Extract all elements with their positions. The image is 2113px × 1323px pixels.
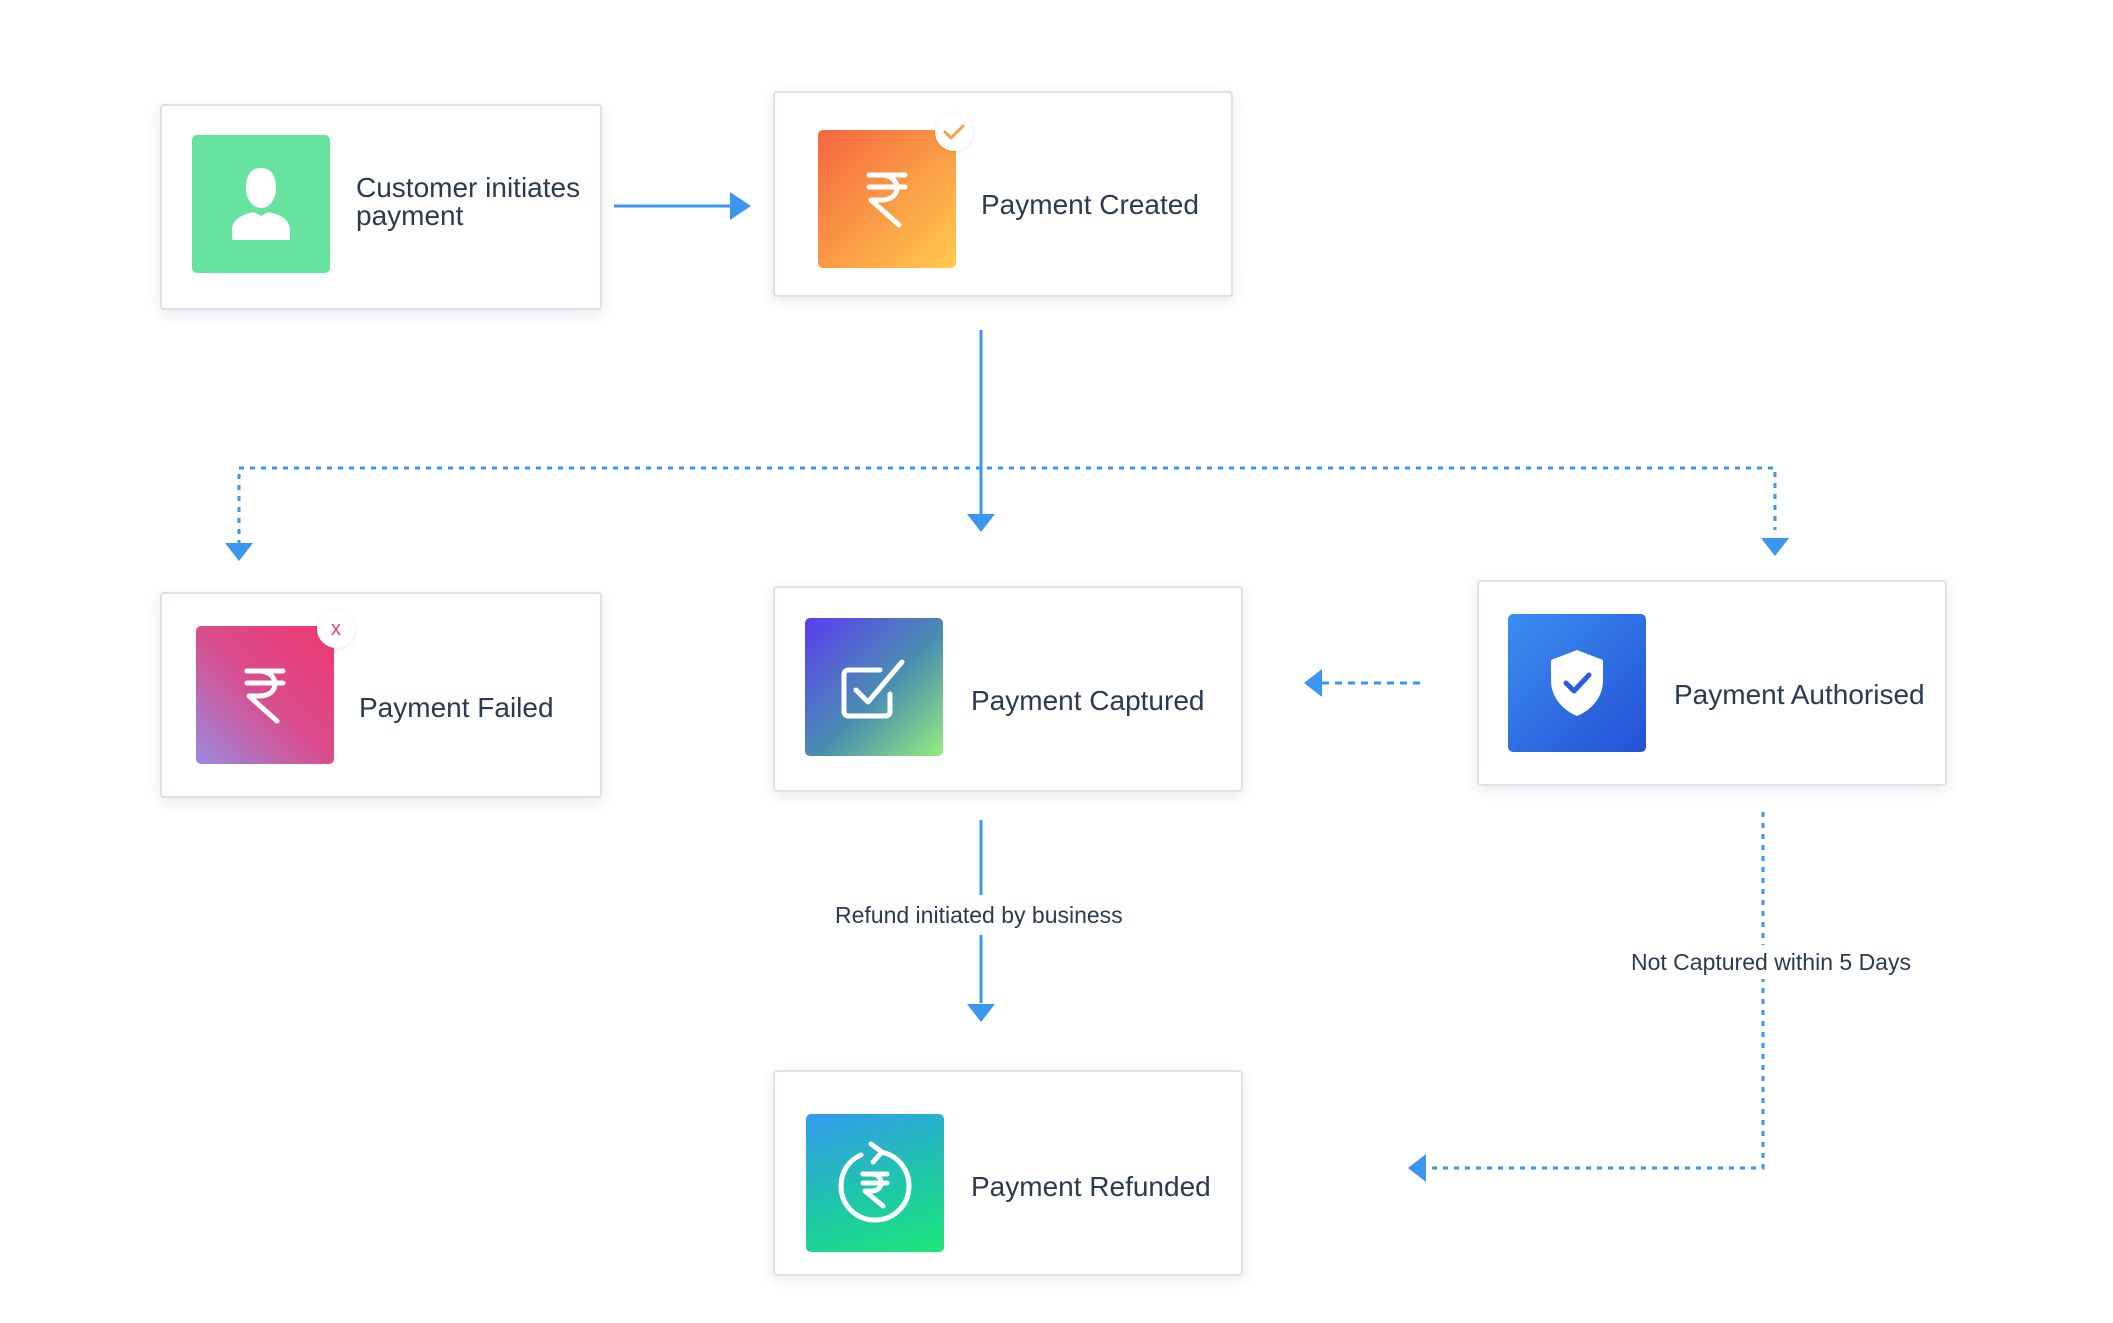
node-customer-initiates-payment: Customer initiates payment	[160, 104, 602, 310]
arrowhead-captured-left	[1304, 669, 1322, 697]
refund-rupee-icon	[838, 1141, 912, 1223]
node-label: Payment Captured	[971, 685, 1205, 716]
authorised-tile	[1508, 614, 1646, 752]
dashed-branch-line	[237, 466, 1777, 545]
user-icon	[232, 168, 290, 240]
checkbox-icon	[841, 659, 905, 719]
arrowhead-refunded-right	[1408, 1154, 1426, 1182]
shield-check-icon	[1551, 650, 1603, 716]
node-payment-failed: x Payment Failed	[160, 592, 602, 798]
node-payment-captured: Payment Captured	[773, 586, 1243, 792]
node-label: Payment Created	[981, 189, 1199, 220]
edge-label-not-captured: Not Captured within 5 Days	[1621, 945, 1921, 979]
check-badge	[935, 113, 973, 151]
arrowhead-created	[730, 192, 751, 220]
edge-label-refund: Refund initiated by business	[825, 898, 1133, 932]
arrowhead-failed	[225, 543, 253, 561]
x-icon: x	[331, 618, 341, 640]
arrowhead-captured	[967, 514, 995, 532]
rupee-icon	[244, 668, 286, 724]
node-label: Payment Refunded	[971, 1171, 1211, 1202]
node-payment-refunded: Payment Refunded	[773, 1070, 1243, 1276]
check-icon	[943, 124, 965, 140]
created-tile	[818, 130, 956, 268]
arrow-authorised-to-refunded	[1424, 812, 1765, 1170]
node-label: Payment Failed	[359, 692, 554, 723]
customer-tile	[192, 135, 330, 273]
arrowhead-refunded	[967, 1004, 995, 1022]
captured-tile	[805, 618, 943, 756]
node-label: Customer initiates payment	[356, 172, 581, 231]
failed-tile	[196, 626, 334, 764]
x-badge: x	[317, 610, 355, 648]
arrowhead-authorised	[1761, 538, 1789, 556]
node-label: Payment Authorised	[1674, 679, 1925, 710]
node-payment-created: Payment Created	[773, 91, 1233, 297]
rupee-icon	[866, 172, 908, 228]
node-payment-authorised: Payment Authorised	[1477, 580, 1947, 786]
refunded-tile	[806, 1114, 944, 1252]
